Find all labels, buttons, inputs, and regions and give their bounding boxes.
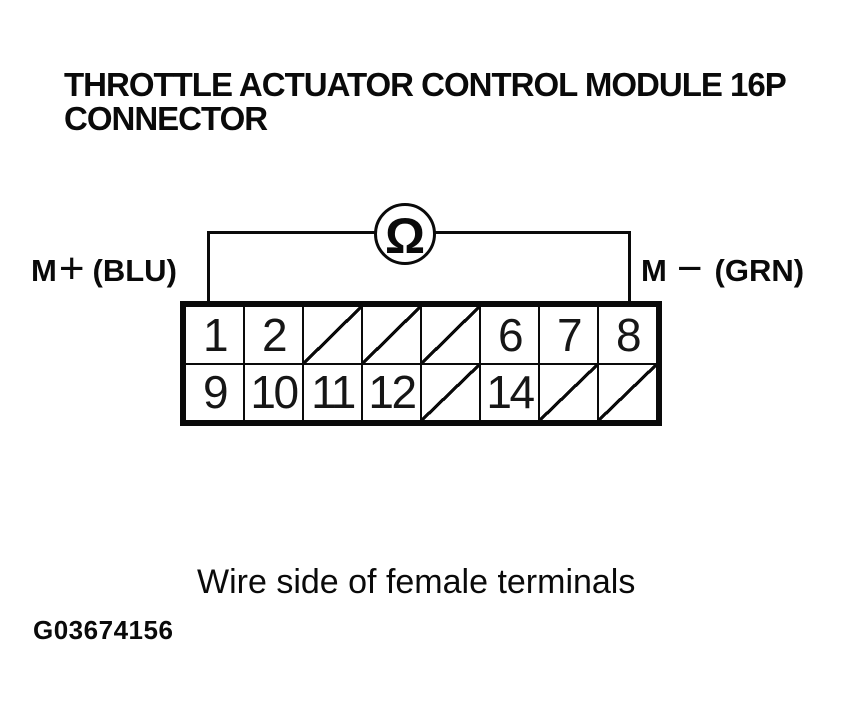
label-m-plus-wire-color: (BLU): [92, 253, 177, 288]
pin-cell-1: 1: [185, 306, 244, 364]
label-m-plus: M + (BLU): [31, 247, 177, 291]
ohmmeter-circle: Ω: [374, 203, 436, 265]
pin-cell-2: 2: [244, 306, 303, 364]
meter-wire-left-drop: [207, 231, 210, 303]
pin-cell-14: 14: [480, 363, 539, 421]
figure-id: G03674156: [33, 615, 174, 645]
label-m-minus: M − (GRN): [641, 247, 805, 291]
page-title: THROTTLE ACTUATOR CONTROL MODULE 16P CON…: [64, 68, 834, 136]
minus-sign-icon: −: [676, 244, 703, 293]
label-m-minus-prefix: M: [641, 253, 667, 288]
pin-cell-15: [539, 363, 598, 421]
plus-sign-icon: +: [58, 244, 85, 293]
pin-cell-4: [362, 306, 421, 364]
pin-cell-9: 9: [185, 363, 244, 421]
pin-cell-8: 8: [598, 306, 657, 364]
page-title-line2: CONNECTOR: [64, 100, 268, 137]
meter-wire-right-drop: [628, 231, 631, 303]
pin-cell-16: [598, 363, 657, 421]
page-title-line1: THROTTLE ACTUATOR CONTROL MODULE 16P: [64, 66, 787, 103]
pin-cell-5: [421, 306, 480, 364]
pin-cell-11: 11: [303, 363, 362, 421]
pin-cell-10: 10: [244, 363, 303, 421]
pin-cell-12: 12: [362, 363, 421, 421]
connector-grid: 1 2 6 7 8 9 10 11 12 14: [180, 301, 662, 426]
ohm-symbol-icon: Ω: [384, 207, 426, 264]
caption: Wire side of female terminals: [197, 563, 636, 601]
label-m-minus-wire-color: (GRN): [714, 253, 805, 288]
label-m-plus-prefix: M: [31, 253, 57, 288]
pin-cell-3: [303, 306, 362, 364]
pin-cell-13: [421, 363, 480, 421]
pin-cell-7: 7: [539, 306, 598, 364]
pin-cell-6: 6: [480, 306, 539, 364]
